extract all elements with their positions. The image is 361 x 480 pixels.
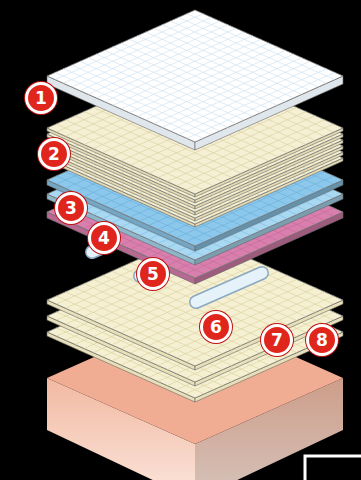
grid-line	[129, 47, 277, 113]
grid-line	[162, 61, 310, 127]
callout-number: 8	[306, 324, 338, 356]
grid-line	[63, 69, 211, 135]
grid-line	[170, 65, 318, 131]
grid-line	[187, 72, 335, 138]
grid-line	[88, 58, 236, 124]
grid-line	[55, 72, 203, 138]
callout-number: 6	[200, 311, 232, 343]
callout-number: 1	[25, 82, 57, 114]
callout-number: 7	[261, 324, 293, 356]
grid-line	[105, 50, 253, 116]
grid-line	[146, 54, 294, 120]
grid-line	[121, 43, 269, 109]
grid-line	[137, 50, 285, 116]
corner-frame	[305, 456, 361, 480]
grid-line	[167, 288, 315, 354]
grid-line	[113, 47, 261, 113]
grid-line	[179, 69, 327, 135]
top-layer	[47, 10, 343, 150]
grid-line	[121, 43, 269, 109]
grid-line	[96, 54, 244, 120]
layer-top	[47, 10, 343, 142]
callout-number: 4	[88, 222, 120, 254]
grid-line	[154, 58, 302, 124]
callout-number: 2	[38, 138, 70, 170]
callout-number: 3	[55, 192, 87, 224]
callout-number: 5	[137, 258, 169, 290]
grid-line	[56, 296, 204, 362]
grid-line	[72, 65, 220, 131]
grid-line	[80, 61, 228, 127]
